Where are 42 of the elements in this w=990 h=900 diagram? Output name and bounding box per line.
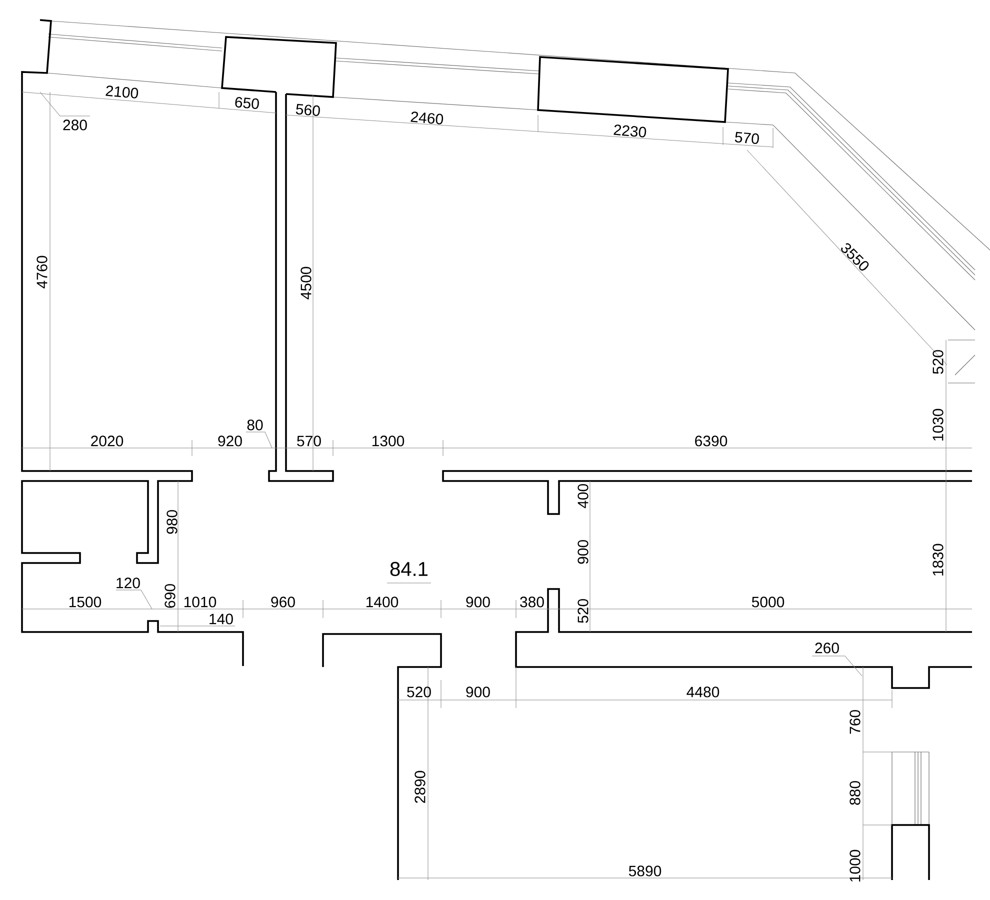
- dimension-label: 520: [578, 599, 588, 623]
- dimension-label: 1300: [372, 436, 404, 446]
- dimension-label: 1010: [184, 596, 216, 608]
- dimension-label: 1830: [932, 544, 944, 576]
- dimension-label: 2460: [410, 112, 444, 124]
- dimension-label: 1400: [366, 596, 398, 608]
- dimension-label: 920: [218, 436, 242, 446]
- dimension-label: 140: [210, 614, 233, 624]
- dimension-label: 2890: [414, 770, 426, 803]
- dimension-label: 5000: [752, 596, 784, 608]
- dimension-label: 560: [296, 104, 320, 116]
- dimension-label: 900: [466, 596, 490, 608]
- dimension-label: 120: [116, 578, 140, 588]
- dimension-label: 570: [734, 132, 759, 144]
- area-label: 84.1: [390, 562, 428, 576]
- dimension-label: 4760: [36, 256, 48, 288]
- dimension-label: 4480: [686, 686, 720, 698]
- dimension-label: 5890: [628, 866, 662, 876]
- dimension-label: 690: [164, 584, 176, 608]
- dimension-label: 1500: [69, 596, 102, 608]
- dimension-label: 900: [578, 540, 588, 564]
- dimension-label: 900: [466, 686, 490, 698]
- dimension-label: 980: [166, 510, 178, 534]
- dimension-label: 80: [247, 420, 263, 430]
- dimension-label: 520: [932, 350, 944, 374]
- dimension-label: 760: [850, 710, 860, 734]
- dimension-label: 1030: [932, 408, 944, 441]
- dimension-label: 570: [297, 436, 321, 446]
- dimension-label: 260: [815, 642, 839, 654]
- dimension-label: 280: [63, 120, 87, 130]
- dimension-label: 520: [407, 686, 431, 698]
- dimension-label: 1000: [850, 850, 860, 882]
- dimension-label: 2230: [614, 124, 646, 138]
- dimension-label: 4500: [300, 266, 312, 300]
- dimension-label: 400: [578, 484, 588, 508]
- dimension-label: 880: [850, 781, 860, 805]
- dimension-label: 960: [271, 596, 295, 608]
- dimension-label: 650: [235, 97, 259, 110]
- dimension-label: 2100: [106, 86, 138, 98]
- dimension-label: 2020: [91, 436, 124, 446]
- dimension-label: 6390: [695, 436, 728, 446]
- dimension-label: 380: [520, 596, 544, 608]
